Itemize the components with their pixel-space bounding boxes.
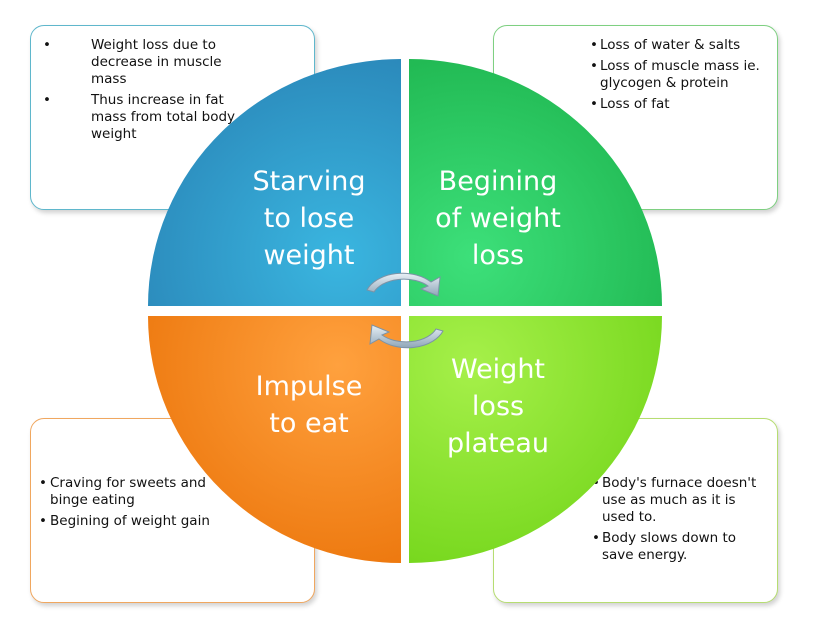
- bullet-list: Loss of water & salts Loss of muscle mas…: [590, 37, 772, 117]
- bullet-item: Begining of weight gain: [39, 513, 224, 530]
- bullet-item: Weight loss due to decrease in muscle ma…: [43, 37, 238, 88]
- quadrant-begining: [409, 59, 662, 306]
- bullet-item: Craving for sweets and binge eating: [39, 475, 224, 509]
- label-plateau: Weight loss plateau: [446, 354, 550, 459]
- quadrant-impulse: [148, 316, 401, 563]
- bullet-item: Loss of muscle mass ie. glycogen & prote…: [590, 58, 772, 92]
- cycle-arrow-icon: [366, 272, 444, 349]
- bullet-item: Loss of fat: [590, 96, 772, 113]
- bullet-list: Weight loss due to decrease in muscle ma…: [43, 37, 238, 147]
- label-impulse: Impulse to eat: [255, 371, 363, 439]
- bullet-item: Body's furnace doesn't use as much as it…: [592, 475, 770, 526]
- bullet-list: Craving for sweets and binge eating Begi…: [39, 475, 224, 534]
- label-begining: Begining of weight loss: [435, 166, 561, 271]
- bullet-item: Body slows down to save energy.: [592, 530, 770, 564]
- quadrant-starving: [148, 59, 401, 306]
- bullet-item: Thus increase in fat mass from total bod…: [43, 92, 238, 143]
- label-starving: Starving to lose weight: [252, 166, 366, 271]
- bullet-item: Loss of water & salts: [590, 37, 772, 54]
- bullet-list: Body's furnace doesn't use as much as it…: [592, 475, 770, 568]
- quadrant-plateau: [409, 316, 662, 563]
